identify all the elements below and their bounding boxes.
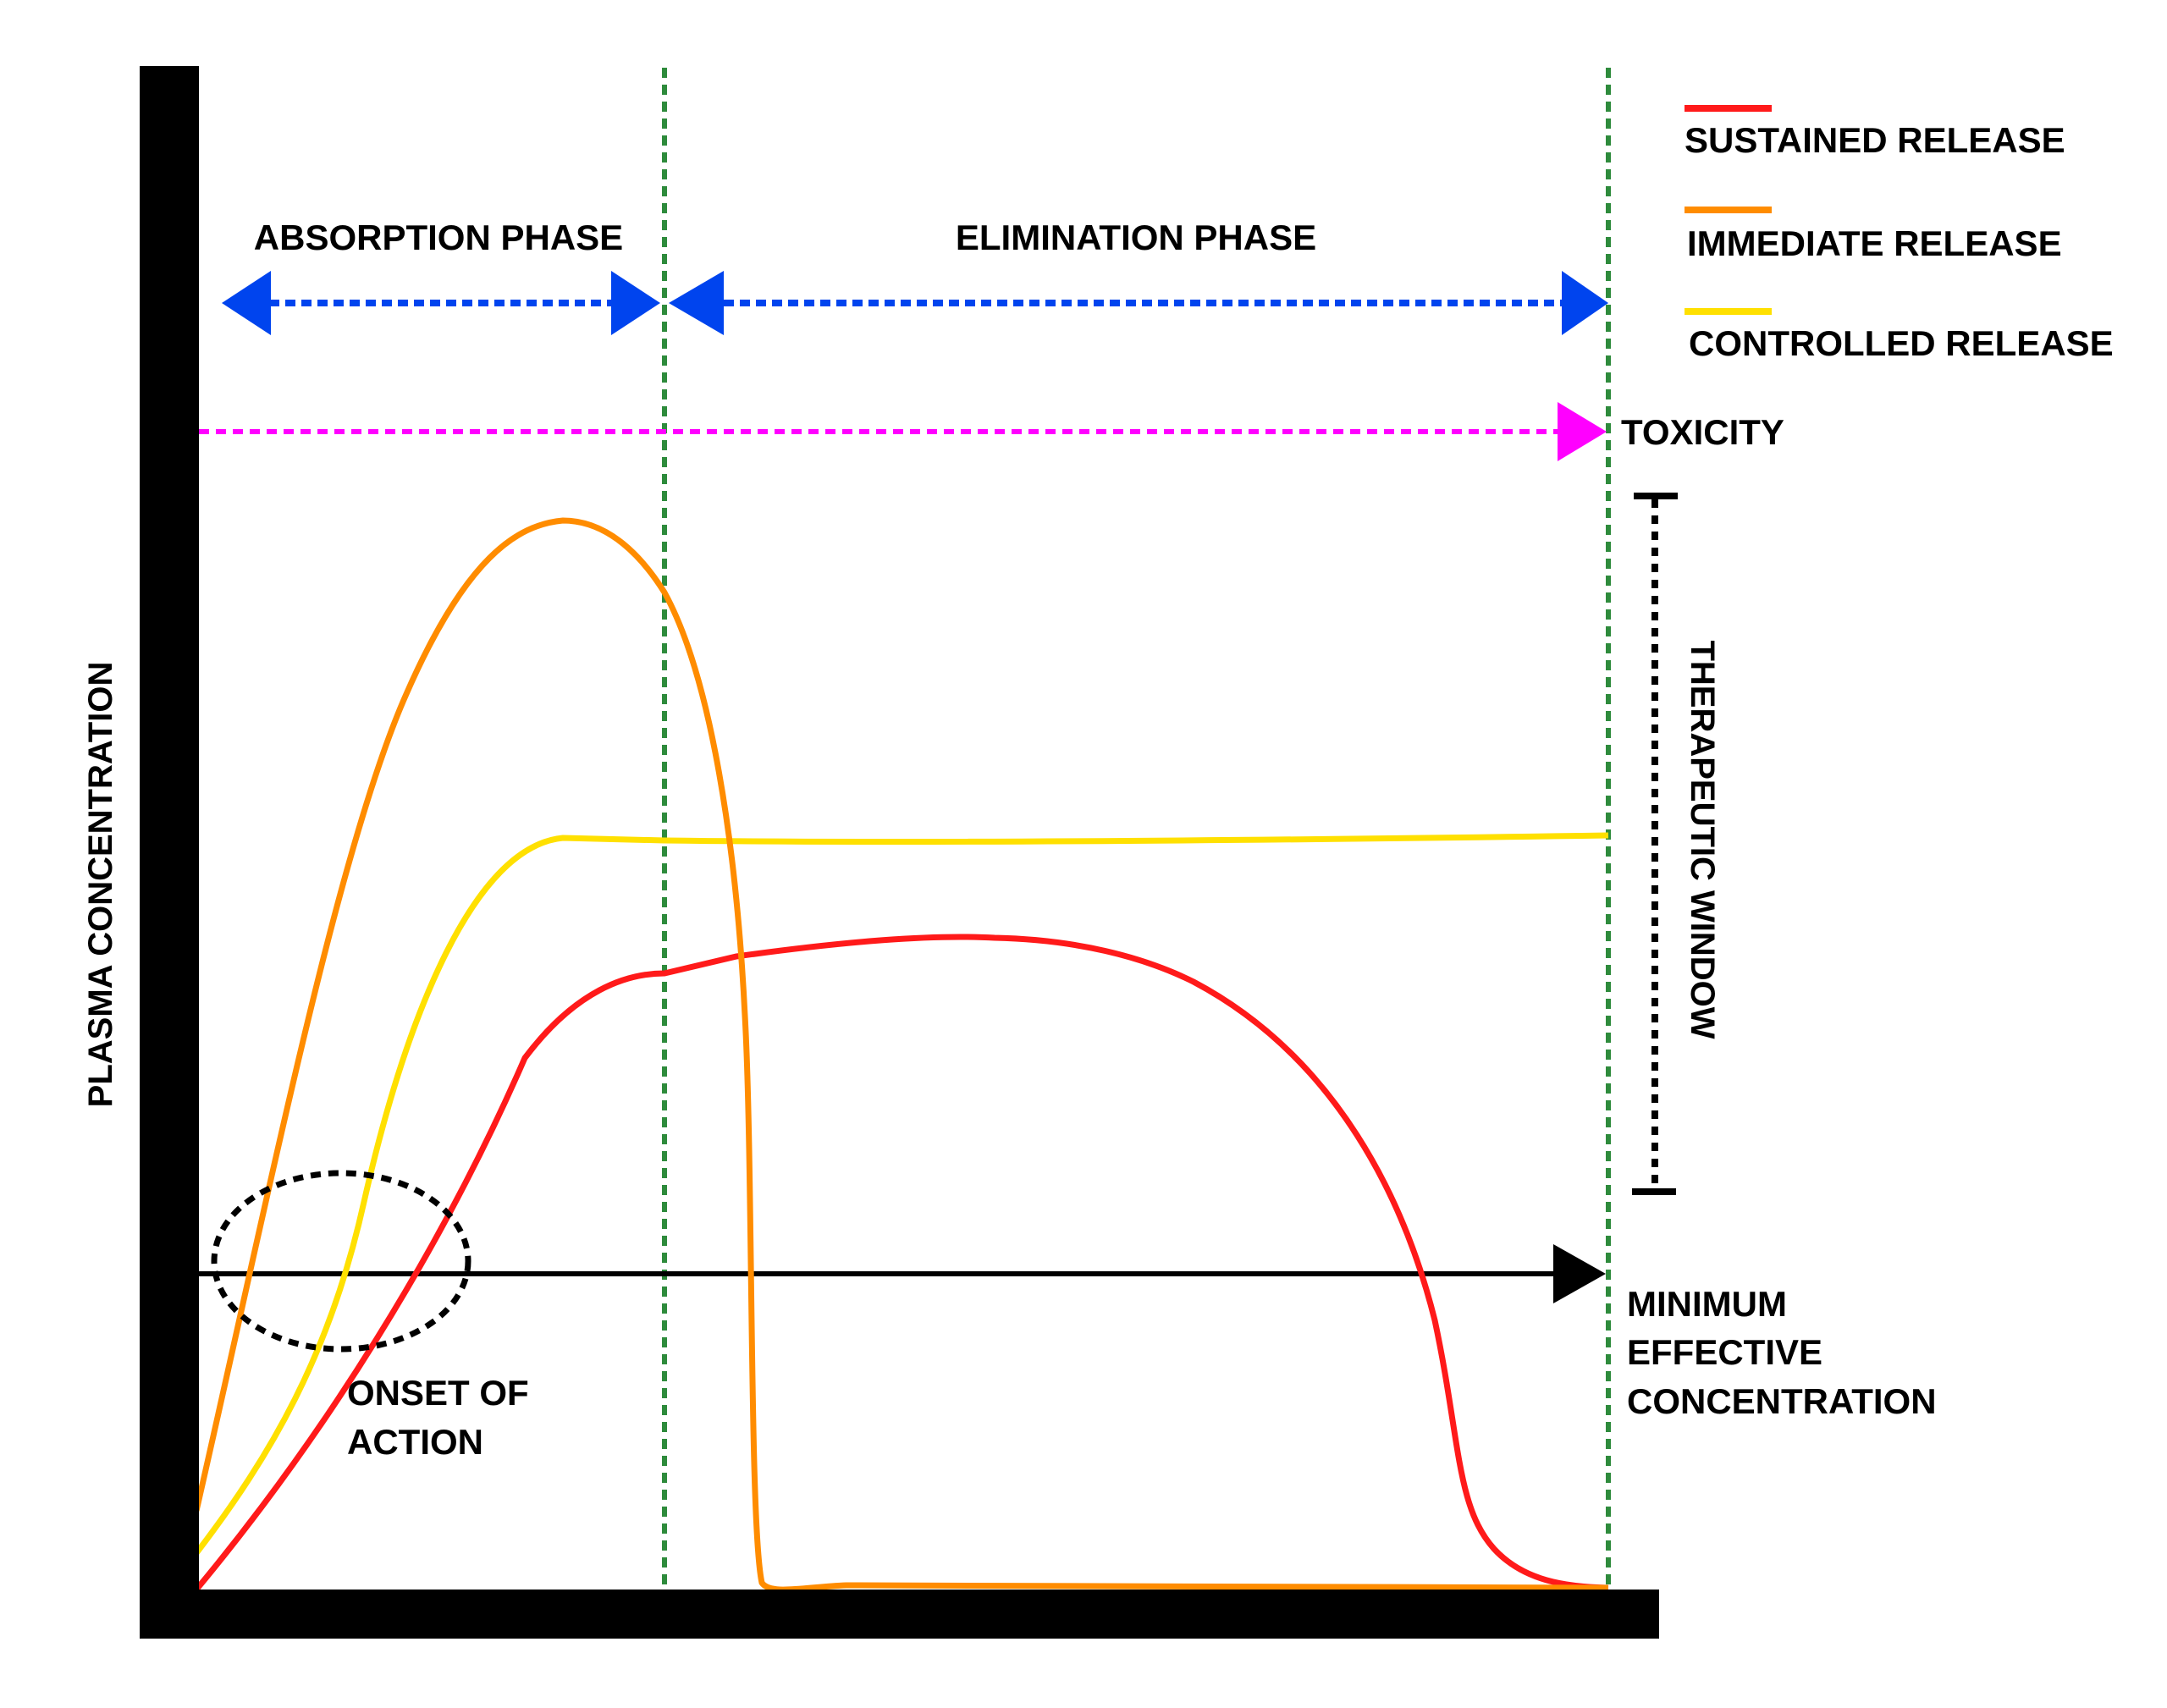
arrow-right-icon <box>1558 402 1607 461</box>
arrow-right-icon <box>1553 1244 1606 1303</box>
legend-item-controlled-release: CONTROLLED RELEASE <box>1685 308 2114 363</box>
absorption-phase-arrow <box>222 271 660 335</box>
toxicity-label: TOXICITY <box>1621 412 1784 452</box>
mec-label-line2: EFFECTIVE <box>1627 1332 1822 1372</box>
legend-swatch <box>1685 105 1772 112</box>
therapeutic-window-bracket <box>1632 493 1678 1195</box>
series-immediate-release <box>193 517 1609 1593</box>
onset-label-line1: ONSET OF <box>347 1373 529 1413</box>
series-sustained-release <box>194 934 1609 1592</box>
toxicity-line <box>199 402 1607 461</box>
arrow-right-icon <box>1562 271 1608 335</box>
therapeutic-window-label: THERAPEUTIC WINDOW <box>1684 640 1721 1039</box>
legend-label: IMMEDIATE RELEASE <box>1687 223 2062 263</box>
legend-item-immediate-release: IMMEDIATE RELEASE <box>1685 207 2062 263</box>
mec-label-line3: CONCENTRATION <box>1627 1381 1937 1421</box>
y-axis <box>140 66 199 1639</box>
elimination-phase-label: ELIMINATION PHASE <box>956 218 1316 257</box>
arrow-left-icon <box>222 271 271 335</box>
legend-swatch <box>1685 207 1772 213</box>
onset-label-line2: ACTION <box>347 1422 483 1462</box>
mec-line <box>199 1244 1606 1303</box>
onset-of-action-marker <box>211 1170 471 1353</box>
x-axis <box>140 1590 1659 1639</box>
arrow-right-icon <box>611 271 660 335</box>
mec-label-line1: MINIMUM <box>1627 1284 1787 1324</box>
legend-item-sustained-release: SUSTAINED RELEASE <box>1685 105 2065 160</box>
arrow-left-icon <box>669 271 724 335</box>
legend-label: SUSTAINED RELEASE <box>1685 120 2065 160</box>
elimination-phase-arrow <box>669 271 1608 335</box>
y-axis-label: PLASMA CONCENTRATION <box>82 662 119 1108</box>
series-controlled-release <box>194 832 1609 1556</box>
legend-swatch <box>1685 308 1772 315</box>
legend-label: CONTROLLED RELEASE <box>1689 323 2114 363</box>
absorption-phase-label: ABSORPTION PHASE <box>254 218 623 257</box>
legend: SUSTAINED RELEASE IMMEDIATE RELEASE CONT… <box>1685 105 2114 363</box>
